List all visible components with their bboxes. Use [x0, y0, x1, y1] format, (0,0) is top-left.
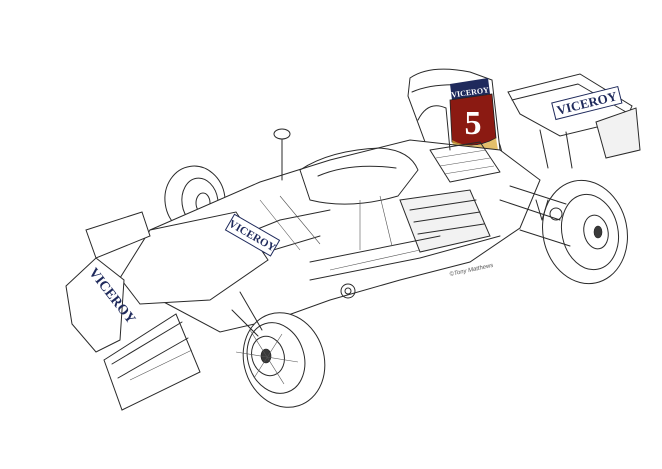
rear-suspension	[499, 185, 571, 247]
rear-wing: VICEROY	[507, 73, 641, 169]
chassis: ©Tony Matthews	[149, 105, 541, 333]
rear-right-wheel	[542, 179, 628, 285]
car-number-roundel: 5	[449, 93, 497, 146]
front-right-wheel	[231, 291, 326, 408]
front-wing: VICEROY	[65, 211, 201, 411]
car-number: 5	[465, 105, 482, 142]
